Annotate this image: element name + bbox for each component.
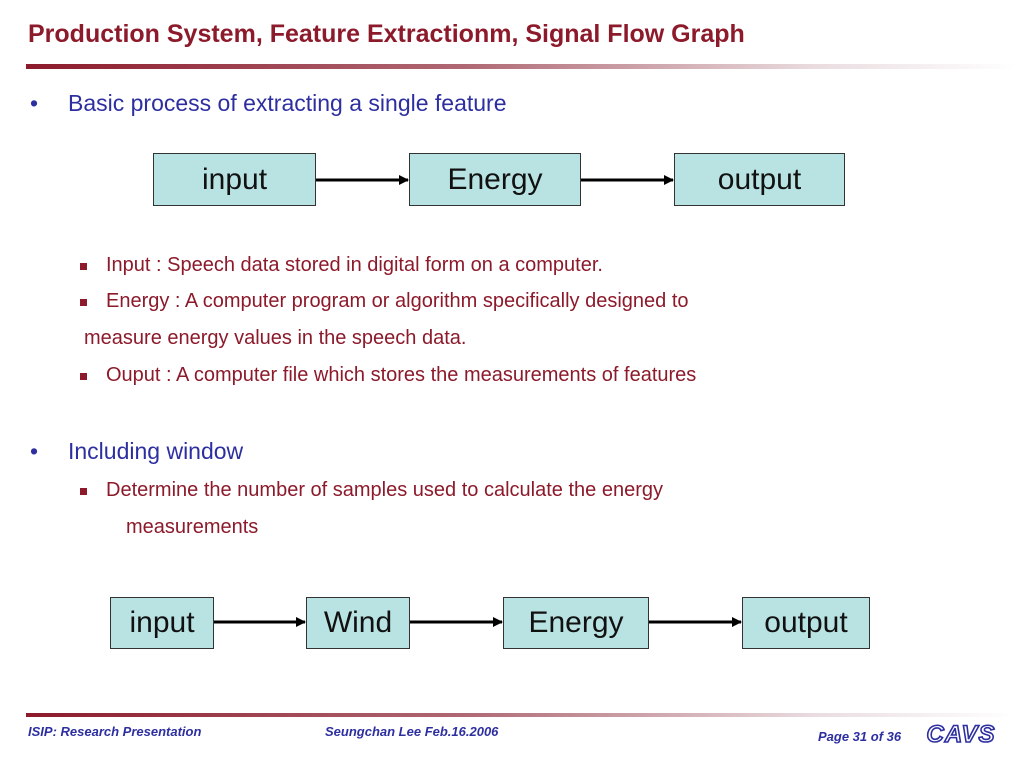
square-bullet-icon (80, 299, 87, 306)
flow2-output-box: output (742, 597, 870, 649)
square-bullet-icon (80, 488, 87, 495)
sub-bullet-text: Ouput : A computer file which stores the… (106, 364, 697, 386)
footer-left-label: ISIP: Research Presentation (28, 724, 202, 739)
cavs-logo-icon: CAVS (926, 720, 996, 748)
sub-bullet-text: Input : Speech data stored in digital fo… (106, 254, 603, 276)
flow2-wind-box: Wind (306, 597, 410, 649)
square-bullet-icon (80, 263, 87, 270)
svg-text:CAVS: CAVS (927, 721, 996, 748)
bullet-dot: • (30, 438, 39, 464)
sub-bullet-text: Energy : A computer program or algorithm… (106, 290, 689, 312)
footer-divider (26, 713, 1016, 717)
title-divider (26, 64, 1016, 69)
bullet-text: Basic process of extracting a single fea… (68, 90, 507, 116)
flow1-energy-box: Energy (409, 153, 581, 206)
slide-title: Production System, Feature Extractionm, … (28, 20, 745, 48)
bullet-dot: • (30, 90, 39, 116)
flow2-input-box: input (110, 597, 214, 649)
footer-author-date: Seungchan Lee Feb.16.2006 (325, 724, 499, 739)
flow1-output-box: output (674, 153, 845, 206)
sub-bullet-energy-continuation: measure energy values in the speech data… (84, 327, 467, 349)
sub-bullet-window-continuation: measurements (126, 516, 259, 538)
sub-bullet-text: Determine the number of samples used to … (106, 479, 663, 501)
square-bullet-icon (80, 373, 87, 380)
flow1-input-box: input (153, 153, 316, 206)
page-number: Page 31 of 36 (818, 729, 902, 744)
flow2-energy-box: Energy (503, 597, 649, 649)
bullet-text: Including window (68, 438, 244, 464)
